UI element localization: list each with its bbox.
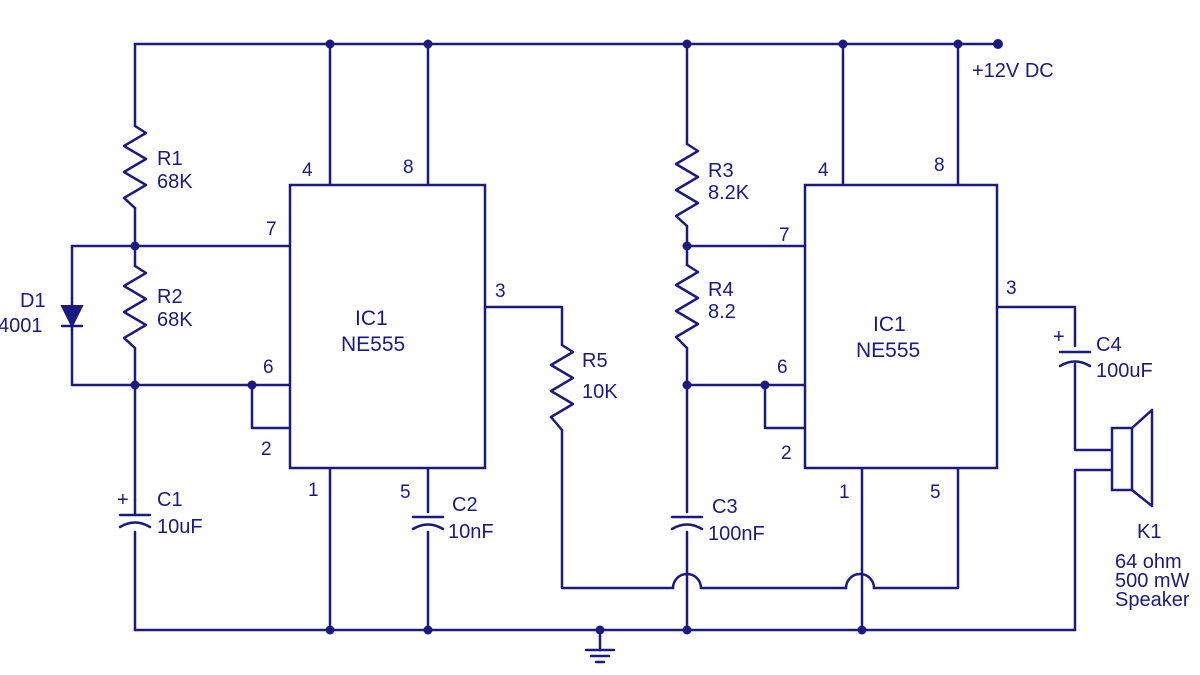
junction-dot [130,380,140,390]
supply-terminal-dot [993,39,1003,49]
r4-value: 8.2 [708,301,736,323]
junction-dot [857,625,867,635]
speaker-icon [1110,408,1154,508]
junction-dot [325,625,335,635]
junction-dot [595,625,605,635]
r5-ref: R5 [582,350,608,372]
resistor-r3 [674,142,700,228]
resistor-r1 [122,124,148,210]
k1-line2: 500 mW [1115,570,1190,592]
ic1-right-pin-3: 3 [1006,278,1017,299]
junction-dot [682,39,692,49]
ic1-left-pin-1: 1 [308,480,319,501]
c3-value: 100nF [708,523,765,545]
resistor-r2 [122,264,148,350]
ic1-right-pin-8: 8 [934,155,945,176]
capacitor-c2 [411,515,445,531]
ic1-right-pin-2: 2 [781,443,792,464]
k1-line3: Speaker [1115,589,1190,611]
r1-value: 68K [157,171,193,193]
junction-dot [423,625,433,635]
c4-polarity: + [1053,326,1065,348]
r1-ref: R1 [157,148,183,170]
ic1-right-pin-1: 1 [839,482,850,503]
d1-ref: D1 [20,290,46,312]
ic1-right-pin-7: 7 [779,225,790,246]
junction-dot [423,39,433,49]
ic1-right-pin-5: 5 [930,482,941,503]
ic1-left-pin-6: 6 [263,357,274,378]
junction-dot [760,380,770,390]
junctions [130,39,1003,635]
ic1-right-pin-6: 6 [777,357,788,378]
c4-value: 100uF [1096,360,1153,382]
c2-ref: C2 [452,494,478,516]
junction-dot [953,39,963,49]
ic1-left-pin-7: 7 [266,219,277,240]
r5-value: 10K [582,381,618,403]
ic1-left-part: NE555 [341,333,405,356]
junction-dot [682,241,692,251]
junction-dot [682,380,692,390]
k1-line1: 64 ohm [1115,551,1182,573]
d1-value: 4001 [0,315,43,337]
junction-dot [325,39,335,49]
junction-dot [682,625,692,635]
ic1-left-pin-8: 8 [403,157,414,178]
ic1-left-ref: IC1 [355,307,388,330]
junction-dot [130,241,140,251]
ground-symbol [584,648,616,664]
ic1-left-pin-3: 3 [495,281,506,302]
ic1-right-ref: IC1 [873,313,906,336]
ic1-left-body [288,183,487,470]
ic1-left-pin-5: 5 [400,482,411,503]
diode-d1 [60,296,84,332]
ic1-left-pin-2: 2 [261,439,272,460]
junction-dot [247,380,257,390]
junction-dot [838,39,848,49]
c1-ref: C1 [157,489,183,511]
wires [70,42,1114,652]
ic1-right-pin-4: 4 [818,160,829,181]
c1-value: 10uF [157,516,203,538]
resistor-r4 [674,263,700,350]
c2-value: 10nF [448,521,494,543]
c1-polarity: + [117,489,129,511]
r3-value: 8.2K [708,182,750,204]
capacitor-c4 [1058,350,1092,368]
ic1-left-pin-4: 4 [302,160,313,181]
ic1-right-part: NE555 [856,339,920,362]
capacitor-c3 [670,515,704,531]
ic1-right-body [803,183,999,470]
capacitor-c1 [118,498,152,529]
resistor-r5 [549,343,575,432]
supply-label: +12V DC [972,60,1054,82]
c4-ref: C4 [1096,334,1122,356]
r2-ref: R2 [157,286,183,308]
c3-ref: C3 [712,496,738,518]
k1-ref: K1 [1137,521,1161,543]
r2-value: 68K [157,309,193,331]
r3-ref: R3 [708,160,734,182]
r4-ref: R4 [708,279,734,301]
